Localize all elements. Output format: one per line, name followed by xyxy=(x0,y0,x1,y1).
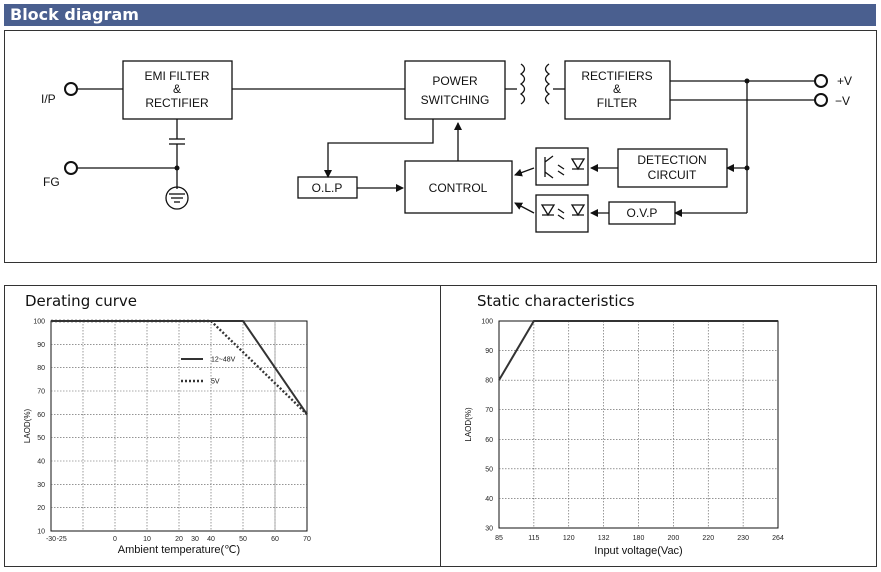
x-tick-label: 10 xyxy=(143,536,151,543)
filter-label: FILTER xyxy=(597,96,638,110)
ovp-label: O.V.P xyxy=(627,206,658,220)
derating-title: Derating curve xyxy=(25,292,138,310)
series-line xyxy=(498,320,778,381)
y-tick-label: 70 xyxy=(37,389,45,396)
x-tick-label: 264 xyxy=(772,535,784,542)
y-tick-label: 60 xyxy=(37,412,45,419)
input-label: I/P xyxy=(41,92,56,106)
x-tick-label: -25 xyxy=(57,536,67,543)
x-axis-label: Ambient temperature(℃) xyxy=(118,544,240,556)
y-tick-label: 30 xyxy=(485,526,493,533)
y-tick-label: 90 xyxy=(37,342,45,349)
static-title: Static characteristics xyxy=(477,292,635,310)
x-tick-label: 220 xyxy=(702,535,714,542)
x-tick-label: 30 xyxy=(191,536,199,543)
y-tick-label: 60 xyxy=(485,437,493,444)
vplus-terminal xyxy=(814,74,828,88)
x-tick-label: 0 xyxy=(113,536,117,543)
terminals xyxy=(64,74,828,175)
section-title: Block diagram xyxy=(10,5,139,24)
y-axis-label: LAOD(%) xyxy=(464,407,473,442)
y-tick-label: 10 xyxy=(37,529,45,536)
y-tick-label: 30 xyxy=(37,482,45,489)
series-line xyxy=(51,319,308,416)
x-tick-label: 50 xyxy=(239,536,247,543)
y-tick-label: 40 xyxy=(485,496,493,503)
rect-amp-label: & xyxy=(613,82,621,96)
x-tick-label: 60 xyxy=(271,536,279,543)
y-tick-label: 20 xyxy=(37,505,45,512)
y-axis-label: LAOD(%) xyxy=(23,409,32,444)
section-header: Block diagram xyxy=(4,4,876,26)
circuit-label: CIRCUIT xyxy=(648,168,697,182)
x-tick-label: 70 xyxy=(303,536,311,543)
switching-label: SWITCHING xyxy=(421,93,490,107)
y-tick-label: 80 xyxy=(37,365,45,372)
block-diagram: I/P FG +V −V EMI FILTER & RECTIFIER POWE… xyxy=(41,60,852,233)
x-tick-label: 115 xyxy=(528,535,539,542)
power-label: POWER xyxy=(432,74,478,88)
vminus-label: −V xyxy=(835,94,850,108)
x-tick-label: 230 xyxy=(737,535,749,542)
y-tick-label: 50 xyxy=(37,435,45,442)
static-chart: 30 40 50 60 70 80 90 100 85 115 120 132 180 200 220 230… xyxy=(464,319,784,558)
emi-amp-label: & xyxy=(173,82,181,96)
x-tick-label: -30 xyxy=(46,536,56,543)
x-tick-label: 120 xyxy=(563,535,575,542)
legend-label: 12~48V xyxy=(211,357,236,364)
emi-filter-label: EMI FILTER xyxy=(144,69,209,83)
x-tick-label: 180 xyxy=(633,535,645,542)
detection-label: DETECTION xyxy=(637,153,706,167)
x-axis-label: Input voltage(Vac) xyxy=(594,545,682,557)
x-tick-label: 200 xyxy=(668,535,680,542)
x-tick-label: 132 xyxy=(598,535,610,542)
block-diagram-panel: I/P FG +V −V EMI FILTER & RECTIFIER POWE… xyxy=(4,30,877,263)
derating-chart: 10 20 30 40 50 60 70 80 90 100 -30-25 0 10 20 30 40 50 60… xyxy=(23,319,311,557)
x-tick-label: 40 xyxy=(207,536,215,543)
fg-terminal xyxy=(64,161,78,175)
legend-label: 5V xyxy=(211,379,220,386)
control-label: CONTROL xyxy=(429,181,488,195)
emi-rectifier-label: RECTIFIER xyxy=(145,96,209,110)
y-tick-label: 50 xyxy=(485,466,493,473)
x-tick-label: 20 xyxy=(175,536,183,543)
rectifiers-label: RECTIFIERS xyxy=(581,69,652,83)
y-tick-label: 90 xyxy=(485,348,493,355)
vplus-label: +V xyxy=(837,74,852,88)
vminus-terminal xyxy=(814,93,828,107)
x-tick-label: 85 xyxy=(495,535,503,542)
olp-label: O.L.P xyxy=(312,181,343,195)
fg-label: FG xyxy=(43,175,60,189)
input-terminal xyxy=(64,82,78,96)
y-tick-label: 80 xyxy=(485,378,493,385)
static-panel: Static characteristics 30 40 50 60 70 80 90 100… xyxy=(440,285,877,567)
y-tick-label: 100 xyxy=(33,319,45,326)
y-tick-label: 100 xyxy=(481,319,493,326)
y-tick-label: 70 xyxy=(485,407,493,414)
y-tick-label: 40 xyxy=(37,459,45,466)
